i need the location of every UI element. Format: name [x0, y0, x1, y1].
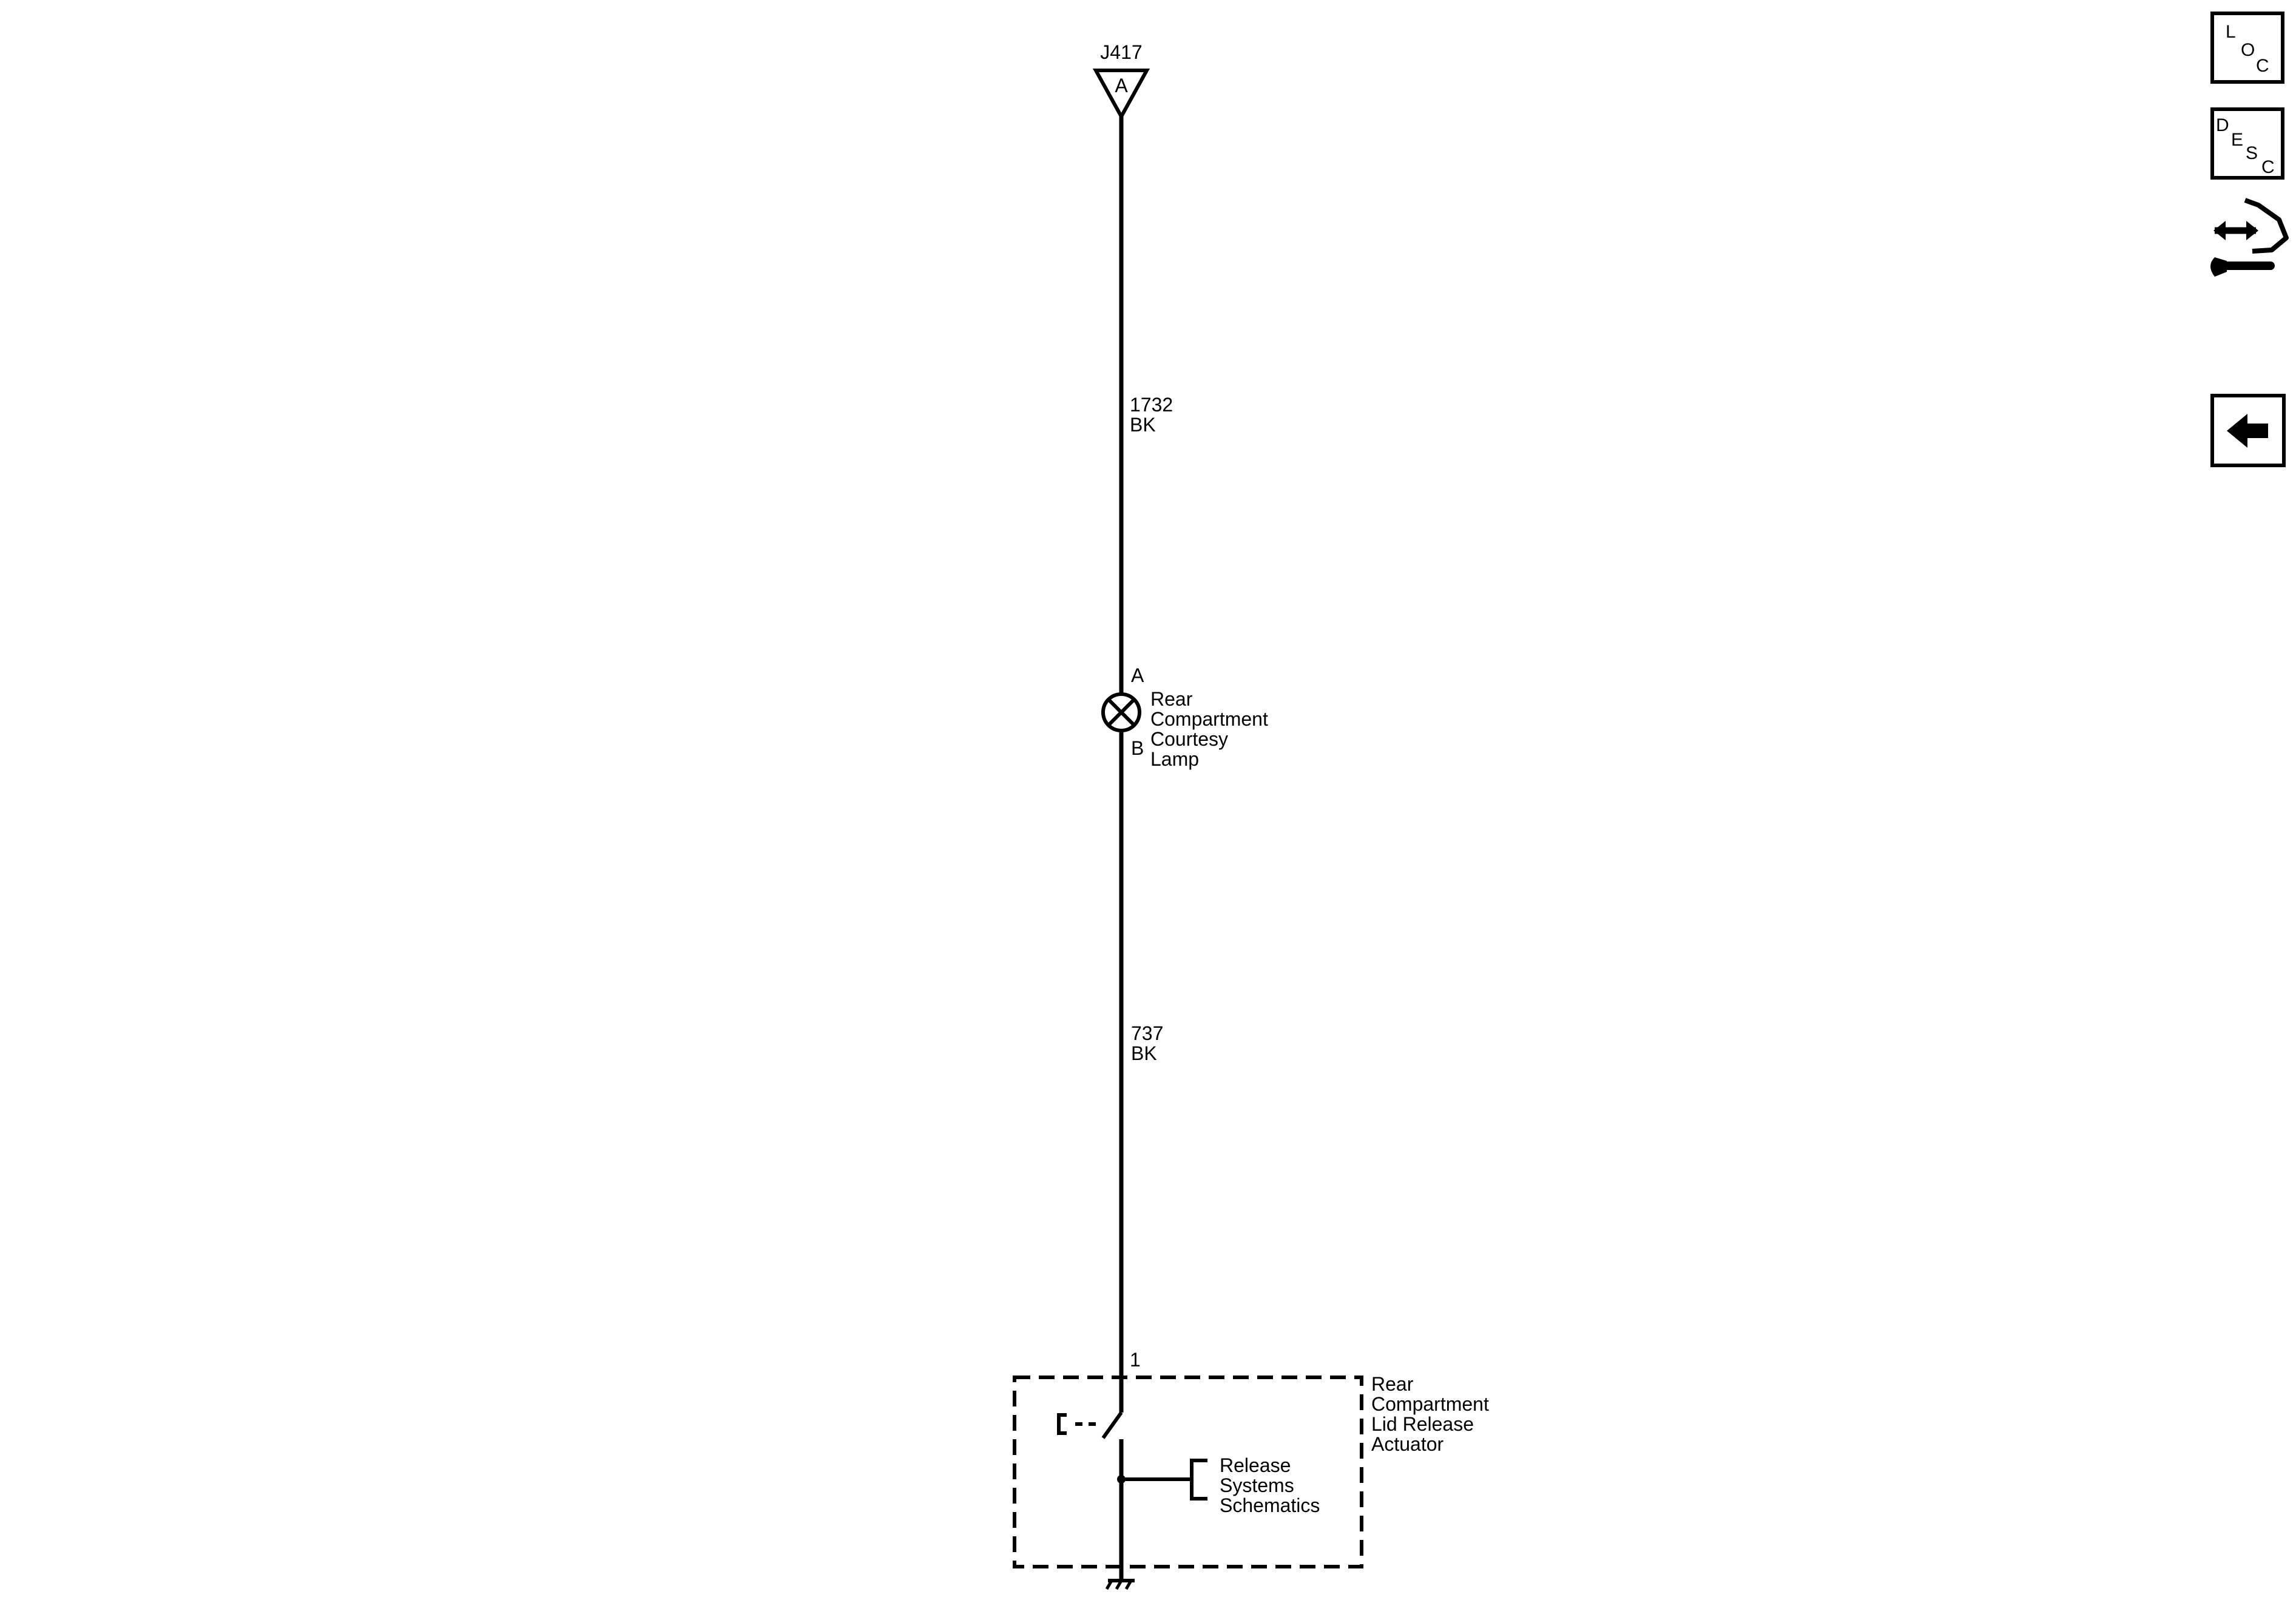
- reference-line: Systems: [1220, 1474, 1294, 1496]
- lamp-pin-b: B: [1131, 737, 1144, 759]
- lamp-name-line: Courtesy: [1150, 728, 1228, 750]
- actuator-pin: 1: [1130, 1349, 1141, 1371]
- loc-icon: [2210, 12, 2284, 84]
- connector-name: J417: [1100, 41, 1142, 63]
- lamp-name-line: Rear: [1150, 688, 1193, 710]
- loc-letter: C: [2256, 56, 2269, 76]
- loc-letter: L: [2226, 22, 2236, 42]
- connector-pin: A: [1115, 75, 1128, 96]
- loc-letter: O: [2241, 40, 2255, 60]
- lamp-name-line: Compartment: [1150, 708, 1268, 730]
- wire-color: BK: [1130, 414, 1156, 436]
- reference-line: Release: [1220, 1454, 1291, 1476]
- actuator-name-line: Compartment: [1371, 1393, 1489, 1415]
- connector-j417[interactable]: J417 A: [1092, 41, 1150, 121]
- connector-repair-button[interactable]: [2210, 198, 2289, 277]
- back-button[interactable]: [2210, 394, 2286, 467]
- actuator-solenoid-icon: [1057, 1413, 1067, 1435]
- wire-circuit-number: 737: [1131, 1022, 1163, 1044]
- lamp-cross-line: [1107, 698, 1136, 727]
- actuator-name-line: Actuator: [1371, 1433, 1444, 1455]
- lamp-name-line: Lamp: [1150, 748, 1199, 770]
- desc-letter: D: [2216, 115, 2229, 135]
- switch-blade: [1101, 1411, 1123, 1439]
- ground-icon: [1105, 1579, 1135, 1590]
- lid-release-actuator[interactable]: [1013, 1376, 1363, 1581]
- desc-letter: C: [2261, 157, 2275, 177]
- desc-button[interactable]: D E S C: [2210, 107, 2284, 180]
- wire-color: BK: [1131, 1042, 1157, 1064]
- actuator-name-line: Lid Release: [1371, 1413, 1474, 1435]
- loc-button[interactable]: L O C: [2210, 12, 2284, 84]
- wire-circuit-number: 1732: [1130, 394, 1173, 416]
- actuator-name-line: Rear: [1371, 1373, 1414, 1395]
- connector-repair-icon: [2210, 198, 2289, 277]
- actuator-dashed-outline: [1013, 1376, 1363, 1568]
- lamp-pin-a: A: [1131, 664, 1144, 686]
- desc-icon: [2210, 107, 2284, 180]
- reference-bracket-icon: [1190, 1459, 1207, 1501]
- courtesy-lamp[interactable]: [1101, 692, 1141, 732]
- reference-line: Schematics: [1220, 1494, 1320, 1516]
- connector-triangle-icon: [1092, 69, 1150, 121]
- back-arrow-icon: [2227, 414, 2268, 448]
- desc-letter: S: [2246, 143, 2258, 163]
- desc-letter: E: [2231, 130, 2243, 150]
